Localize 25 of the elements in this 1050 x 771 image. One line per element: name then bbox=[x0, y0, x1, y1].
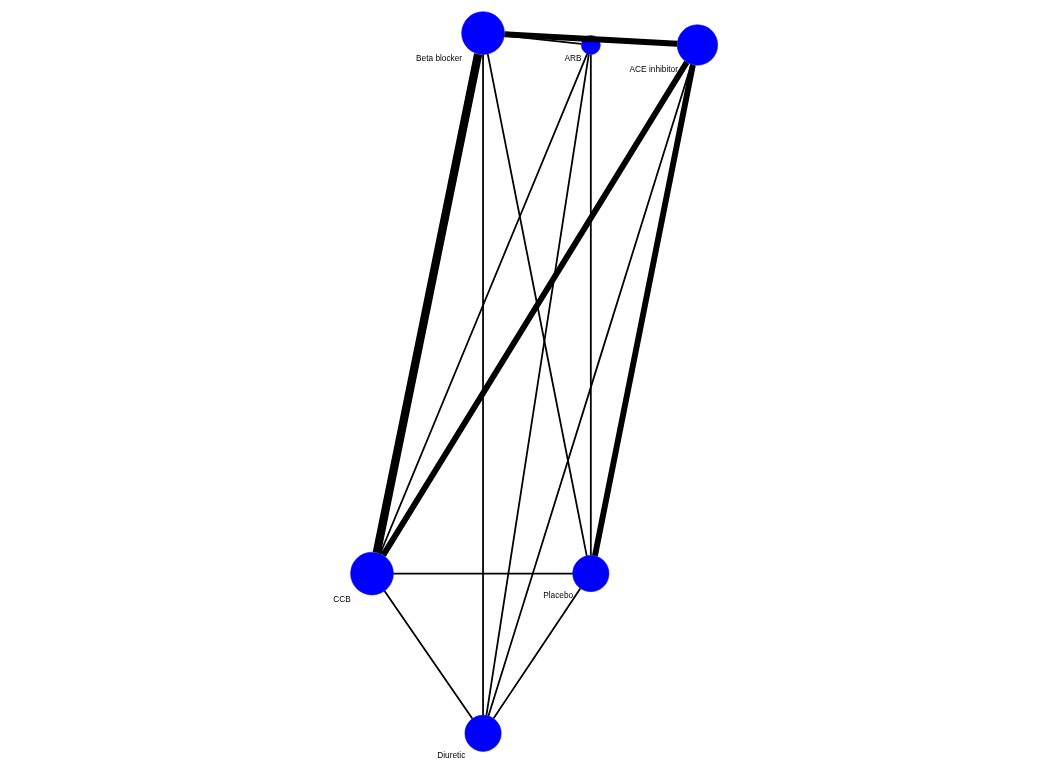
connector bbox=[481, 53, 484, 716]
connector bbox=[589, 53, 592, 556]
connector bbox=[492, 587, 581, 719]
node-label: ARB bbox=[563, 52, 582, 63]
node-circle bbox=[460, 10, 505, 55]
connector bbox=[503, 30, 677, 47]
node-label: Placebo bbox=[542, 589, 573, 600]
node-circle bbox=[580, 34, 601, 55]
node-circle bbox=[676, 23, 718, 65]
node-circle bbox=[349, 551, 394, 595]
connector bbox=[391, 572, 574, 574]
connector bbox=[591, 63, 696, 556]
node-label: Beta blocker bbox=[415, 52, 462, 63]
connector bbox=[485, 52, 590, 716]
node-circle bbox=[464, 714, 501, 752]
connector bbox=[372, 52, 482, 553]
node-label: Diuretic bbox=[436, 749, 465, 760]
connector bbox=[383, 589, 473, 719]
connector bbox=[486, 52, 588, 557]
node-label: ACE inhibitor bbox=[629, 63, 678, 74]
connector bbox=[378, 52, 588, 555]
node-label: CCB bbox=[332, 593, 351, 604]
node-circle bbox=[571, 554, 609, 592]
connector bbox=[487, 62, 692, 717]
connector bbox=[380, 60, 689, 557]
